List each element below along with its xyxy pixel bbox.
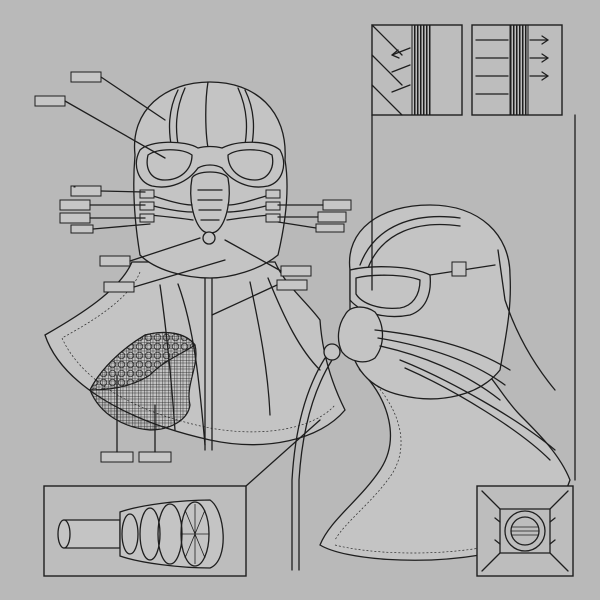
callout-box xyxy=(70,224,94,234)
front-oxygen-mask xyxy=(190,171,230,234)
callout-box xyxy=(276,279,308,291)
front-goggles xyxy=(135,141,285,188)
callout-box xyxy=(100,451,134,463)
inset-layer-left xyxy=(371,24,463,116)
callout-box xyxy=(34,95,66,107)
inset-layer-right xyxy=(471,24,563,116)
side-oxygen-mask xyxy=(337,306,384,363)
inset-valve-cutaway xyxy=(43,485,247,577)
callout-box xyxy=(317,211,347,223)
inset-valve-face xyxy=(476,485,574,577)
callout-box xyxy=(280,265,312,277)
callout-box xyxy=(138,451,172,463)
callout-box xyxy=(322,199,352,211)
front-helmet-assembly xyxy=(44,81,346,451)
callout-box xyxy=(59,212,91,224)
callout-box xyxy=(73,185,76,188)
callout-box xyxy=(70,71,102,83)
callout-box xyxy=(315,223,345,233)
callout-box xyxy=(103,281,135,293)
callout-box xyxy=(59,199,91,211)
callouts xyxy=(34,71,352,463)
callout-box xyxy=(99,255,131,267)
front-cutaway-foam xyxy=(89,331,196,391)
